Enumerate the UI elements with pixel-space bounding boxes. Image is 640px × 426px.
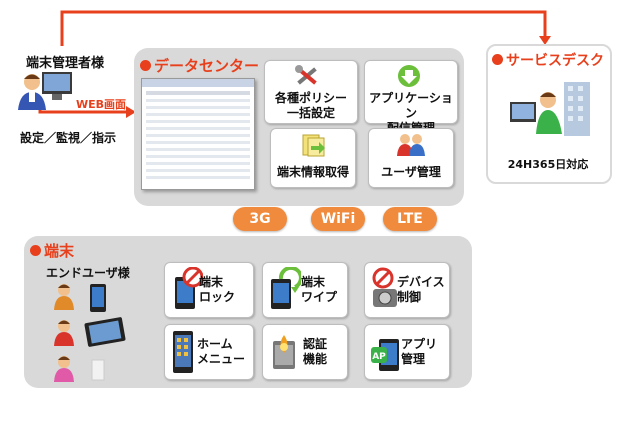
card-user-management-label: ユーザ管理 bbox=[381, 165, 441, 179]
admin-actions: 設定／監視／指示 bbox=[20, 131, 117, 145]
admin-title: 端末管理者様 bbox=[26, 56, 105, 71]
tools-icon bbox=[295, 65, 317, 85]
card-user-management: ユーザ管理 bbox=[368, 128, 454, 188]
card-device-lock: 端末 ロック bbox=[164, 262, 254, 318]
card-policy-settings-label: 各種ポリシー 一括設定 bbox=[274, 91, 347, 120]
card-device-control-label: デバイス 制御 bbox=[397, 275, 445, 304]
device-heading: 端末 bbox=[30, 240, 74, 261]
card-app-management: AP アプリ 管理 bbox=[364, 324, 450, 380]
card-policy-settings: 各種ポリシー 一括設定 bbox=[264, 60, 358, 124]
user-icon bbox=[54, 284, 74, 310]
home-menu-icon bbox=[173, 331, 193, 373]
svg-text:AP: AP bbox=[372, 352, 386, 362]
network-3g: 3G bbox=[233, 207, 287, 231]
web-screen-screenshot bbox=[141, 78, 255, 190]
card-app-delivery: アプリケーション 配信管理 bbox=[364, 60, 458, 135]
datacenter-bullet bbox=[140, 60, 151, 71]
datacenter-heading: データセンター bbox=[140, 55, 259, 76]
user-icon bbox=[54, 320, 74, 346]
datacenter-heading-text: データセンター bbox=[154, 57, 260, 75]
servicedesk-bullet bbox=[492, 54, 503, 65]
network-lte: LTE bbox=[383, 207, 437, 231]
card-device-wipe-label: 端末 ワイプ bbox=[301, 275, 338, 304]
device-bullet bbox=[30, 245, 41, 256]
camera-block-icon bbox=[372, 267, 397, 307]
users-icon bbox=[397, 134, 425, 156]
end-user-label: エンドユーザ様 bbox=[46, 266, 130, 280]
certificate-icon bbox=[273, 335, 295, 369]
card-authentication: 認証 機能 bbox=[262, 324, 348, 380]
card-app-management-label: アプリ 管理 bbox=[401, 337, 438, 366]
web-screen-label: WEB画面 bbox=[76, 98, 127, 111]
document-icon bbox=[302, 134, 325, 157]
servicedesk-heading-text: サービスデスク bbox=[506, 53, 604, 69]
lock-phone-icon bbox=[175, 267, 203, 309]
servicedesk-hours: 24H365日対応 bbox=[507, 158, 589, 171]
card-device-info: 端末情報取得 bbox=[270, 128, 356, 188]
admin-icon bbox=[16, 70, 76, 110]
card-authentication-label: 認証 機能 bbox=[303, 337, 328, 366]
device-heading-text: 端末 bbox=[44, 242, 75, 260]
user-icon bbox=[54, 356, 74, 382]
download-icon bbox=[398, 65, 420, 87]
card-home-menu-label: ホーム メニュー bbox=[197, 337, 246, 366]
card-home-menu: ホーム メニュー bbox=[164, 324, 254, 380]
card-device-info-label: 端末情報取得 bbox=[276, 165, 349, 179]
feature-phone-icon bbox=[91, 359, 105, 381]
app-icon: AP bbox=[371, 339, 399, 371]
servicedesk-heading: サービスデスク bbox=[492, 50, 604, 70]
wipe-phone-icon bbox=[271, 267, 301, 309]
card-device-lock-label: 端末 ロック bbox=[199, 275, 236, 304]
end-users-illustration bbox=[54, 284, 126, 382]
network-wifi: WiFi bbox=[311, 207, 365, 231]
servicedesk-operator-icon bbox=[504, 78, 598, 138]
card-device-control: デバイス 制御 bbox=[364, 262, 450, 318]
card-device-wipe: 端末 ワイプ bbox=[262, 262, 348, 318]
